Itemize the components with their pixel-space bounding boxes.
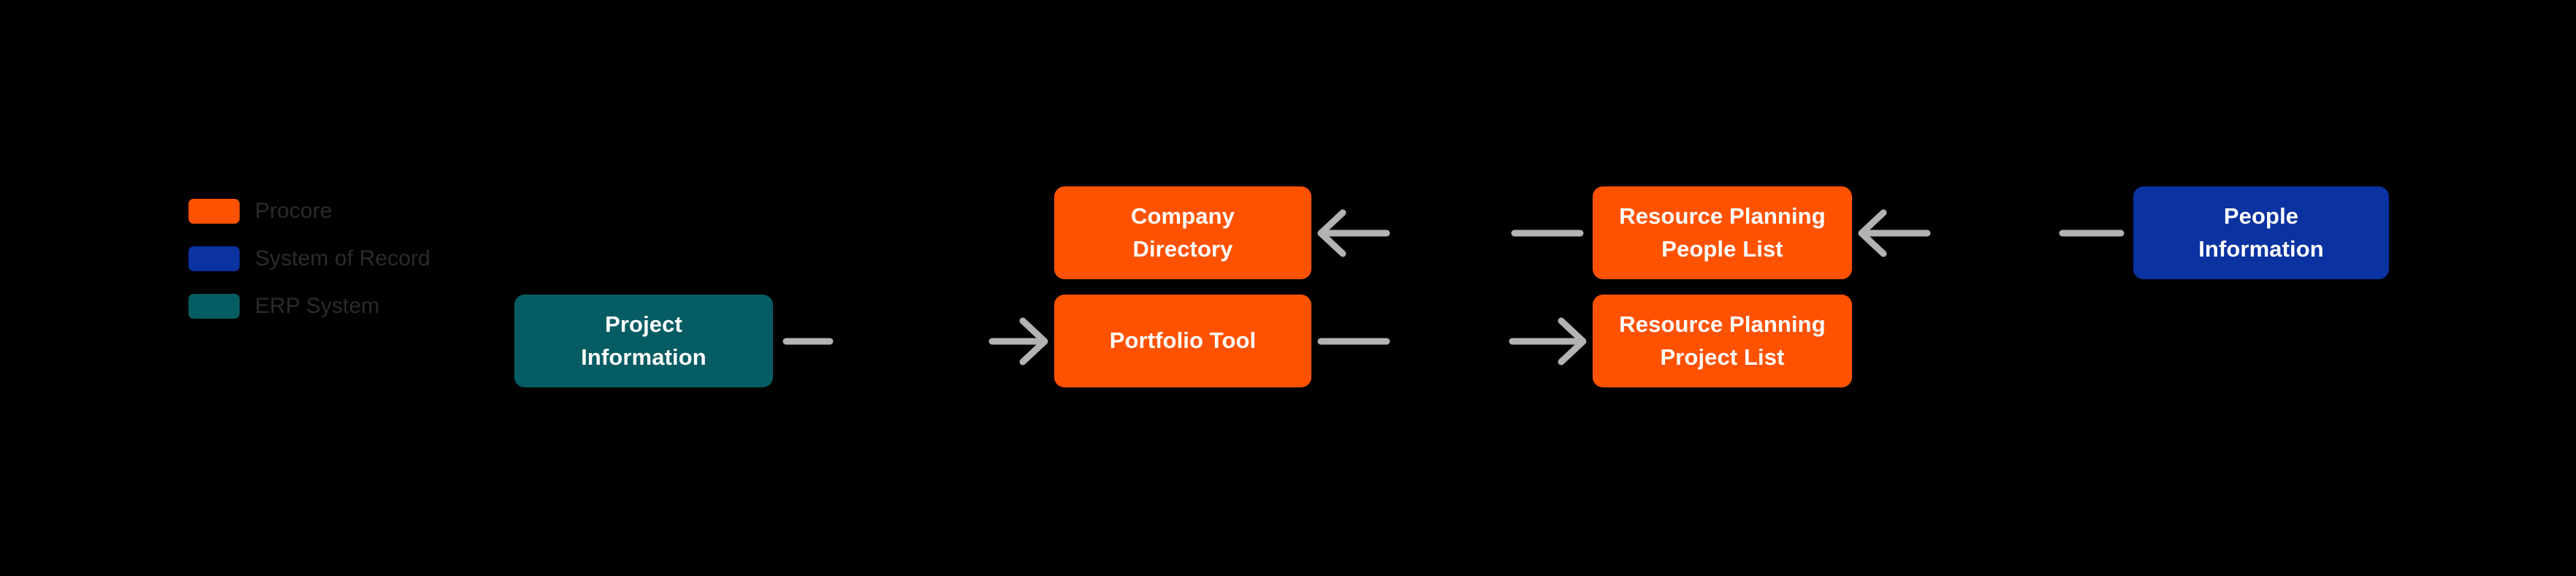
node-resource-planning-people-list[interactable]: Resource Planning People List (1593, 186, 1852, 279)
node-portfolio-tool-line1: Portfolio Tool (1109, 327, 1257, 354)
node-company-directory[interactable]: Company Directory (1054, 186, 1311, 279)
node-project-information-line1: Project (605, 311, 682, 338)
legend-item-erp-system: ERP System (188, 287, 583, 326)
node-people-information-line2: Information (2198, 235, 2324, 262)
legend: Procore System of Record ERP System (188, 192, 583, 334)
legend-item-procore: Procore (188, 192, 583, 231)
node-resource-planning-project-list-line1: Resource Planning (1619, 311, 1826, 338)
node-company-directory-line1: Company (1131, 203, 1235, 230)
legend-label-system-of-record: System of Record (255, 246, 431, 270)
connector-people-information-to-resource-planning-people-list (1852, 204, 2133, 262)
legend-swatch-erp-system (188, 294, 240, 319)
connector-project-information-to-portfolio-tool (773, 312, 1054, 371)
node-people-information-line1: People (2223, 203, 2299, 230)
arrow-right-icon (1317, 317, 1587, 365)
legend-item-system-of-record: System of Record (188, 239, 583, 278)
connector-portfolio-tool-to-resource-planning-project-list (1311, 312, 1593, 371)
connector-resource-planning-people-list-to-company-directory (1311, 204, 1593, 262)
node-project-information-line2: Information (581, 344, 706, 370)
legend-label-erp-system: ERP System (255, 294, 380, 318)
node-company-directory-line2: Directory (1132, 235, 1233, 262)
legend-swatch-system-of-record (188, 246, 240, 271)
node-project-information[interactable]: Project Information (514, 295, 773, 387)
arrow-right-icon (782, 317, 1048, 365)
legend-label-procore: Procore (255, 199, 332, 223)
node-portfolio-tool[interactable]: Portfolio Tool (1054, 295, 1311, 387)
node-resource-planning-people-list-line2: People List (1661, 235, 1783, 262)
node-resource-planning-project-list-line2: Project List (1660, 344, 1785, 370)
node-resource-planning-project-list[interactable]: Resource Planning Project List (1593, 295, 1852, 387)
arrow-left-icon (1858, 209, 2125, 257)
legend-swatch-procore (188, 199, 240, 224)
node-people-information[interactable]: People Information (2133, 186, 2389, 279)
node-resource-planning-people-list-line1: Resource Planning (1619, 203, 1826, 230)
arrow-left-icon (1317, 209, 1584, 257)
